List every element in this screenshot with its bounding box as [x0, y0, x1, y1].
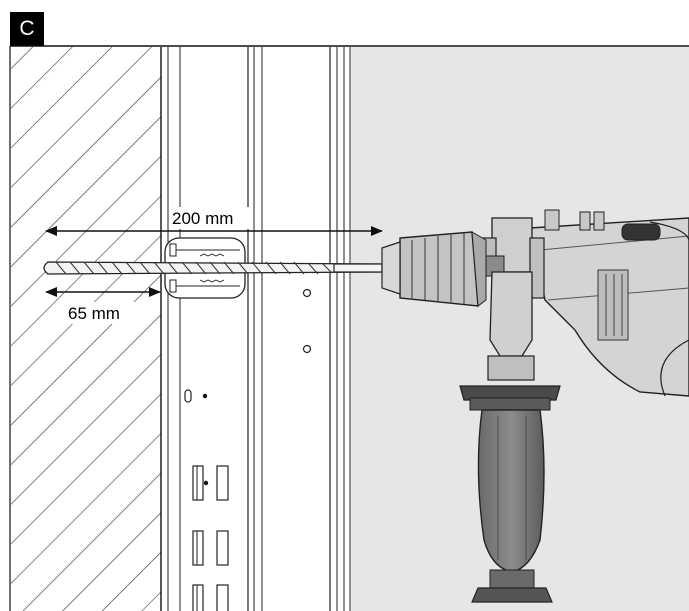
- frame-profile: [162, 47, 352, 611]
- drill-bit-icon: [43, 261, 383, 275]
- drill-icon: [381, 209, 689, 603]
- step-badge: C: [10, 12, 44, 46]
- dimension-label-65: 65 mm: [68, 304, 120, 323]
- dimension-label-200: 200 mm: [172, 209, 233, 228]
